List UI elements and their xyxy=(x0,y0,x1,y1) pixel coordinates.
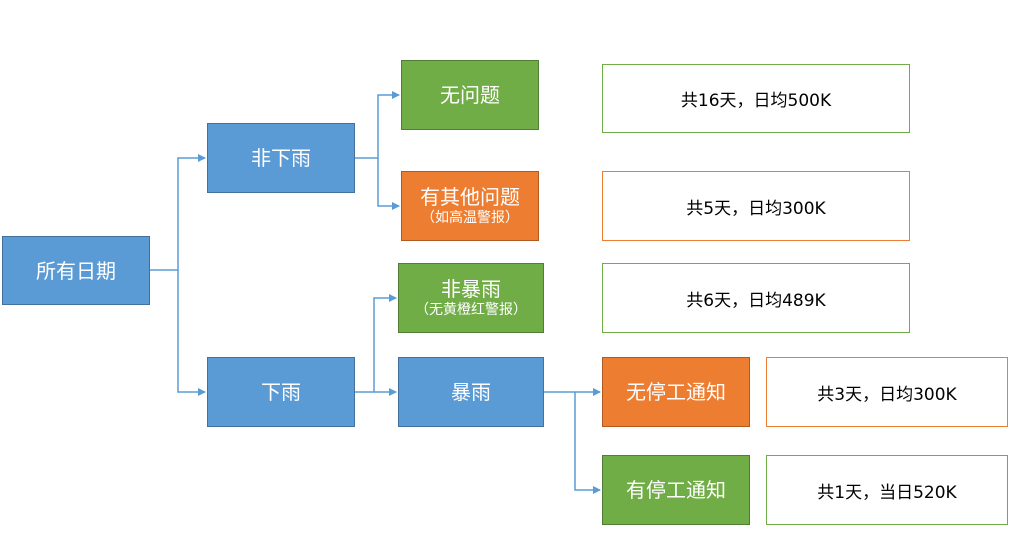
result-shutdown: 共1天，当日520K xyxy=(766,455,1008,525)
node-non-storm-label: 非暴雨 xyxy=(441,277,501,301)
node-rain: 下雨 xyxy=(207,357,355,427)
node-shutdown-label: 有停工通知 xyxy=(626,478,726,502)
result-other-problem: 共5天，日均300K xyxy=(602,171,910,241)
node-no-shutdown-label: 无停工通知 xyxy=(626,380,726,404)
connector-storm-shutdown xyxy=(574,392,601,494)
node-all-dates: 所有日期 xyxy=(2,236,150,305)
result-non-storm: 共6天，日均489K xyxy=(602,263,910,333)
connector-no-rain-other-problem xyxy=(377,158,400,210)
node-other-problem: 有其他问题 （如高温警报） xyxy=(401,171,539,241)
connector-root-rain xyxy=(177,270,206,396)
node-non-storm: 非暴雨 （无黄橙红警报） xyxy=(398,263,544,333)
result-no-problem: 共16天，日均500K xyxy=(602,64,910,133)
node-no-rain: 非下雨 xyxy=(207,123,355,193)
node-no-problem-label: 无问题 xyxy=(440,83,500,107)
result-no-problem-text: 共16天，日均500K xyxy=(680,91,832,111)
connector-root-no-rain xyxy=(150,154,206,271)
node-rain-label: 下雨 xyxy=(261,380,301,404)
result-no-shutdown: 共3天，日均300K xyxy=(766,357,1008,427)
node-no-shutdown: 无停工通知 xyxy=(602,357,750,427)
result-no-shutdown-text: 共3天，日均300K xyxy=(817,384,957,405)
node-other-problem-label: 有其他问题 xyxy=(420,185,520,209)
node-other-problem-note: （如高温警报） xyxy=(421,210,519,226)
result-shutdown-text: 共1天，当日520K xyxy=(817,482,957,503)
node-shutdown: 有停工通知 xyxy=(602,455,750,525)
node-no-problem: 无问题 xyxy=(401,60,539,130)
connector-no-rain-no-problem xyxy=(355,91,400,159)
node-non-storm-note: （无黄橙红警报） xyxy=(415,302,527,318)
node-all-dates-label: 所有日期 xyxy=(36,258,116,283)
result-non-storm-text: 共6天，日均489K xyxy=(686,290,826,311)
result-other-problem-text: 共5天，日均300K xyxy=(686,198,826,219)
connector-rain-non-storm xyxy=(355,294,397,393)
node-no-rain-label: 非下雨 xyxy=(251,146,311,170)
node-storm: 暴雨 xyxy=(398,357,544,427)
node-storm-label: 暴雨 xyxy=(451,380,491,404)
